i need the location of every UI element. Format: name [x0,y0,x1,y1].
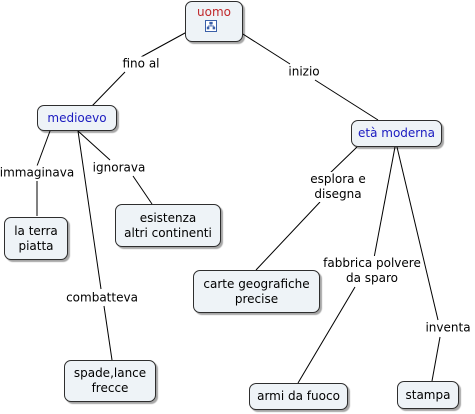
node-medioevo[interactable]: medioevo [37,105,117,131]
line-ignorava-continenti [132,175,153,205]
node-carte-geografiche[interactable]: carte geografiche precise [193,270,320,313]
line-finoal-medioevo [91,71,126,107]
node-spade-lance[interactable]: spade,lance frecce [64,360,156,402]
line-medioevo-immaginava [36,130,51,167]
node-armi-da-fuoco[interactable]: armi da fuoco [249,383,348,410]
node-spade-lance-label: spade,lance frecce [73,366,147,395]
node-eta-moderna[interactable]: età moderna [351,120,442,147]
link-label-fino-al: fino al [121,56,161,72]
link-label-combatteva: combatteva [65,290,139,306]
node-medioevo-label: medioevo [47,110,107,125]
link-label-inventa: inventa [424,320,472,336]
node-uomo[interactable]: uomo [185,1,243,42]
concept-map-icon[interactable] [205,20,217,32]
link-label-immaginava: immaginava [0,165,76,181]
line-combatteva-spade [103,305,113,361]
node-terra-piatta-label: la terra piatta [14,223,58,253]
node-eta-moderna-label: età moderna [358,126,435,140]
node-uomo-label: uomo [197,5,231,19]
node-altri-continenti-label: esistenza altri continenti [124,210,212,240]
link-label-inizio: inizio [287,64,321,80]
line-medioevo-ignorava [77,130,111,161]
line-esplora-carte [255,201,321,271]
link-label-fabbrica: fabbrica polvere da sparo [322,256,422,286]
link-label-ignorava: ignorava [91,160,147,176]
line-inizio-eta [314,79,379,121]
node-altri-continenti[interactable]: esistenza altri continenti [115,204,221,247]
node-stampa-label: stampa [405,387,451,402]
line-medioevo-combatteva [77,130,102,290]
node-carte-geografiche-label: carte geografiche precise [203,276,310,306]
node-armi-da-fuoco-label: armi da fuoco [257,389,340,403]
line-eta-fabbrica [373,146,396,259]
link-label-esplora: esplora e disegna [309,172,367,202]
line-fabbrica-armi [297,286,356,384]
node-terra-piatta[interactable]: la terra piatta [4,217,68,260]
line-eta-inventa [396,146,439,321]
line-uomo-inizio [234,28,291,65]
line-eta-esplora [326,146,358,177]
line-inventa-stampa [431,336,441,382]
node-stampa[interactable]: stampa [397,381,459,409]
